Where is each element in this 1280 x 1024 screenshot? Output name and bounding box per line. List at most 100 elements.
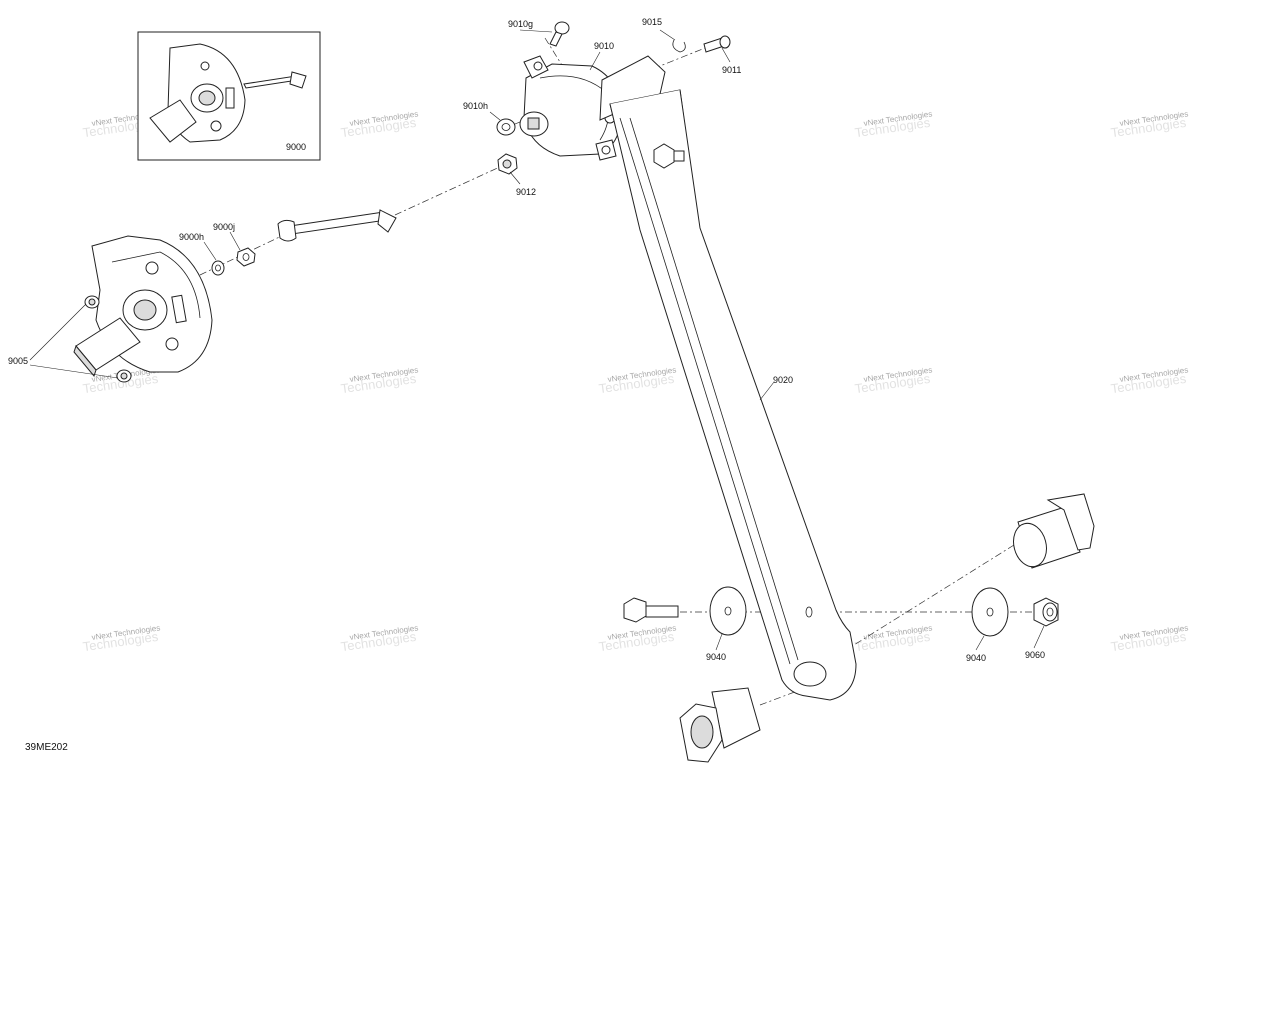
inset-plate-slot bbox=[225, 87, 235, 109]
leader-9012 bbox=[509, 171, 521, 185]
washer-9010h bbox=[496, 118, 516, 136]
rod-link bbox=[277, 209, 397, 242]
label-9010g: 9010g bbox=[508, 19, 533, 29]
bolt-hex bbox=[653, 143, 675, 169]
watermark: Technologies vNext Technologies bbox=[598, 365, 677, 396]
lever-plate-slot bbox=[171, 294, 187, 324]
lever-plate-hole bbox=[145, 261, 159, 275]
watermark: Technologies vNext Technologies bbox=[1110, 109, 1189, 140]
inset-plate-hole bbox=[200, 61, 210, 71]
screw-shank bbox=[549, 31, 563, 47]
washer-hole bbox=[986, 607, 994, 617]
rod-shaft bbox=[289, 211, 387, 235]
label-9060: 9060 bbox=[1025, 650, 1045, 660]
bushing-hex-flange bbox=[1046, 493, 1095, 551]
washer-hole bbox=[724, 606, 732, 616]
arm-lower-eye bbox=[793, 661, 827, 687]
lever-plate-hole bbox=[165, 337, 179, 351]
housing-square-socket bbox=[527, 117, 540, 130]
leader-9000h bbox=[203, 241, 217, 261]
leader-9060 bbox=[1033, 625, 1045, 649]
lever-plate-rim bbox=[111, 251, 201, 319]
washer-ring bbox=[496, 118, 516, 136]
axis-bushing-upper bbox=[829, 534, 1031, 661]
nut-hole bbox=[1046, 607, 1054, 617]
lever-plate-arm-edge bbox=[73, 344, 97, 378]
screw-9005-lower bbox=[116, 369, 132, 383]
screw-socket bbox=[88, 298, 96, 306]
clip-body bbox=[672, 39, 686, 53]
screw-9010g bbox=[549, 21, 570, 47]
watermark: Technologies vNext Technologies bbox=[340, 365, 419, 396]
screw-socket bbox=[120, 372, 128, 380]
leader-9005-upper bbox=[29, 303, 87, 361]
arm-edge-line bbox=[619, 117, 791, 665]
watermark: Technologies vNext Technologies bbox=[598, 623, 677, 654]
bushing-lower-left bbox=[679, 687, 761, 763]
bolt-shank bbox=[645, 605, 679, 618]
screw-9005-upper bbox=[84, 295, 100, 309]
washer-9000h bbox=[211, 260, 225, 276]
leader-9005-lower bbox=[29, 364, 119, 379]
rod-ball-end bbox=[277, 219, 297, 242]
label-9010h: 9010h bbox=[463, 101, 488, 111]
watermark: Technologies vNext Technologies bbox=[854, 109, 933, 140]
inset-assembly-9000: 9000 bbox=[137, 31, 321, 161]
bolt-head-hex bbox=[623, 597, 647, 623]
watermark: Technologies vNext Technologies bbox=[340, 109, 419, 140]
nut-9012 bbox=[497, 153, 518, 175]
washer-9040-right bbox=[971, 587, 1009, 637]
label-9000: 9000 bbox=[286, 142, 306, 152]
callout-labels: 9010g 9010 9015 9011 9010h 9012 9000h 90… bbox=[8, 17, 1045, 663]
washer-disc bbox=[709, 586, 747, 636]
inset-rod-end bbox=[289, 71, 307, 89]
label-9040-right: 9040 bbox=[966, 653, 986, 663]
washer-hole bbox=[501, 123, 511, 131]
leader-9015 bbox=[659, 29, 676, 41]
watermark: Technologies vNext Technologies bbox=[340, 623, 419, 654]
label-9010: 9010 bbox=[594, 41, 614, 51]
drawing-code: 39ME202 bbox=[25, 742, 68, 753]
axis-rod-to-housing bbox=[394, 159, 516, 216]
leader-9010 bbox=[589, 51, 601, 71]
inset-plate-bore-inner bbox=[198, 90, 216, 106]
inset-plate-arm bbox=[149, 99, 197, 143]
bolt-stub bbox=[673, 150, 685, 162]
label-9015: 9015 bbox=[642, 17, 662, 27]
leader-9010g bbox=[519, 29, 553, 33]
leader-9020 bbox=[759, 381, 775, 401]
watermark: Technologies vNext Technologies bbox=[1110, 365, 1189, 396]
label-9000h: 9000h bbox=[179, 232, 204, 242]
nut-flange bbox=[1042, 602, 1058, 622]
bolt-lower bbox=[623, 597, 679, 623]
housing-9010 bbox=[519, 55, 623, 161]
nut-9000j bbox=[236, 247, 256, 267]
housing-ear-hole bbox=[533, 61, 543, 71]
nut-hole bbox=[502, 159, 512, 169]
lever-plate-assembly bbox=[73, 235, 213, 383]
nut-9060 bbox=[1033, 597, 1059, 627]
washer-hole bbox=[215, 264, 221, 272]
leader-lines bbox=[29, 29, 1045, 651]
arm-bolt-upper bbox=[653, 143, 685, 169]
arm-pivot-hole bbox=[805, 606, 813, 618]
label-9005: 9005 bbox=[8, 356, 28, 366]
axis-bushing-lower bbox=[759, 689, 801, 706]
washer-disc bbox=[971, 587, 1009, 637]
inset-plate-hole bbox=[210, 120, 222, 132]
lever-plate-bore-inner bbox=[133, 299, 157, 321]
clip-9015 bbox=[672, 39, 686, 53]
leader-9011 bbox=[721, 47, 731, 63]
leader-9040-left bbox=[715, 633, 723, 651]
axis-housing-top bbox=[499, 41, 721, 131]
arm-9020 bbox=[599, 55, 857, 701]
watermark: Technologies vNext Technologies bbox=[854, 623, 933, 654]
nut-hole bbox=[242, 253, 250, 261]
watermark: Technologies vNext Technologies bbox=[1110, 623, 1189, 654]
bushing-open-end bbox=[1013, 522, 1047, 568]
label-9012: 9012 bbox=[516, 187, 536, 197]
leader-9000j bbox=[229, 231, 241, 251]
arm-edge-line-2 bbox=[629, 117, 799, 661]
watermark: Technologies vNext Technologies bbox=[82, 623, 161, 654]
